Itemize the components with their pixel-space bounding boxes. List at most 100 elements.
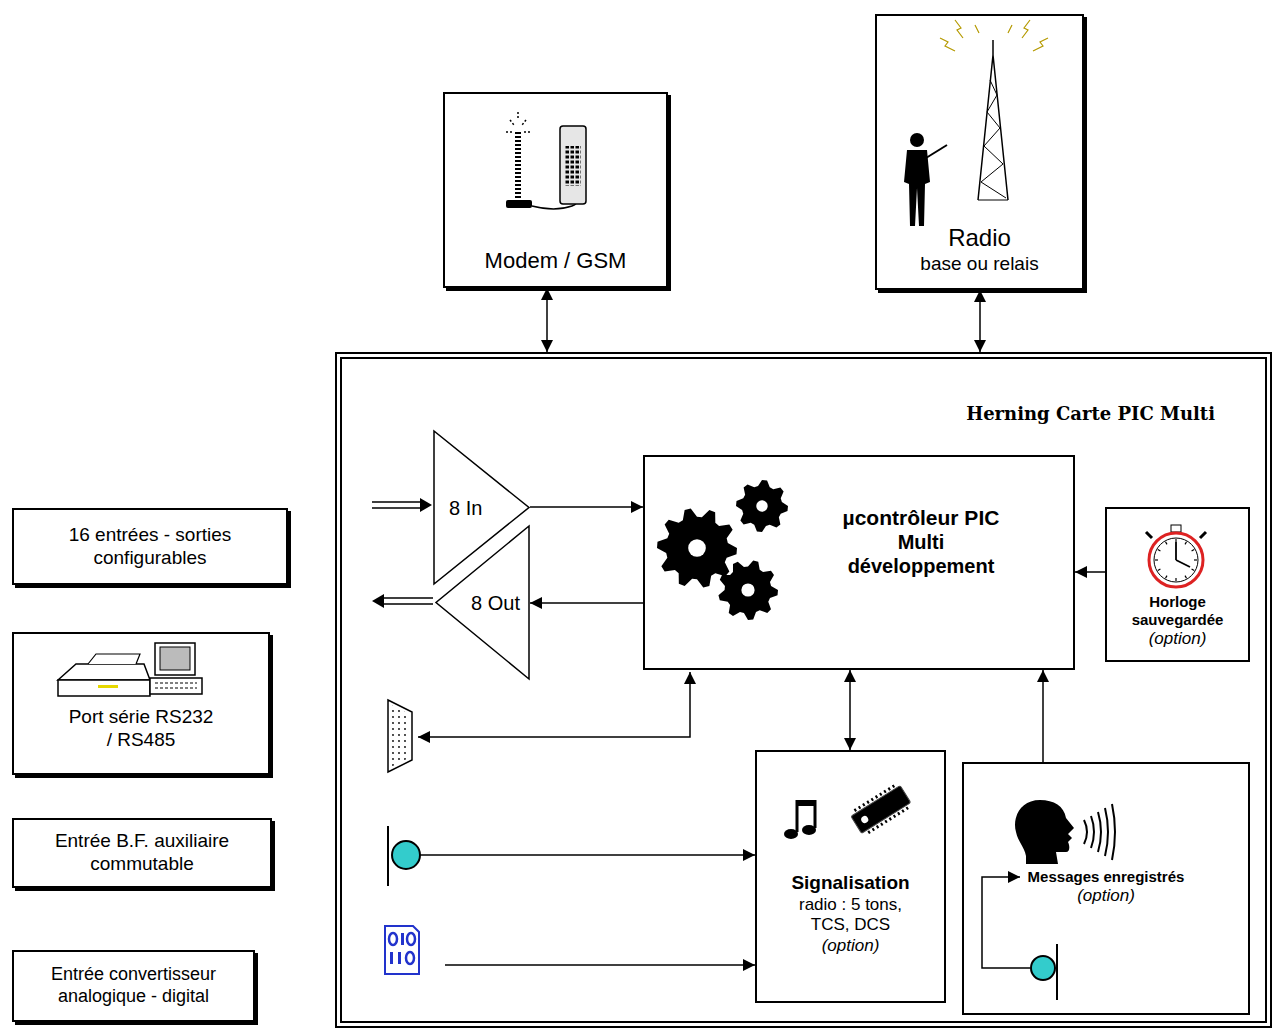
clock-tick xyxy=(1185,542,1187,545)
adc-input-box: Entrée convertisseur analogique - digita… xyxy=(12,950,255,1022)
computer-base xyxy=(150,678,202,694)
clock-hands xyxy=(1176,542,1190,567)
clock-tick xyxy=(1192,569,1195,571)
node-title: Signalisation xyxy=(791,872,909,895)
gear xyxy=(718,560,778,620)
input-buffer: 8 In xyxy=(433,430,530,585)
gear xyxy=(736,480,788,532)
microcontroller-box: µcontrôleur PICMulti développement xyxy=(643,455,1075,670)
adc-bit xyxy=(407,933,415,945)
screen xyxy=(160,647,190,670)
monitor xyxy=(155,643,195,675)
node-title: Radio xyxy=(948,224,1011,253)
radio-waves xyxy=(940,20,1048,51)
connector-arrow xyxy=(979,290,981,352)
connector-arrow xyxy=(1042,670,1044,762)
radio-box: Radiobase ou relais xyxy=(875,14,1084,290)
keypad xyxy=(565,146,581,186)
node-title: Herning Carte PIC Multi xyxy=(966,403,1215,425)
tower-legs xyxy=(978,55,1008,200)
adc-input xyxy=(385,926,755,974)
adc-bit xyxy=(389,933,397,945)
gears-icon xyxy=(657,480,788,620)
printer-computer-icon xyxy=(58,643,202,696)
modem-icon xyxy=(506,112,586,209)
adc-card xyxy=(385,926,419,974)
adc-bit xyxy=(401,933,404,945)
node-title: 8 In xyxy=(449,496,482,520)
node-title: 8 Out xyxy=(471,591,520,615)
keyboard xyxy=(155,683,197,688)
clock-tick xyxy=(1155,559,1158,560)
db-connector xyxy=(388,700,412,772)
antenna-spark xyxy=(506,112,530,132)
io-arrows xyxy=(372,498,433,608)
printer-top xyxy=(58,664,150,680)
tower-bracing xyxy=(978,80,1008,200)
clock-icon xyxy=(1146,525,1206,587)
output-head xyxy=(372,594,384,608)
sound-wave xyxy=(1084,820,1087,844)
node-title: Port série RS232 / RS485 xyxy=(66,706,216,752)
clock-tick xyxy=(1192,550,1195,552)
handset xyxy=(560,126,586,204)
adc-bit xyxy=(398,952,401,964)
triangle-outline xyxy=(434,431,529,584)
connector-arrow xyxy=(530,506,643,508)
aux-line xyxy=(420,854,755,856)
clock-rim xyxy=(1149,533,1203,587)
aux-input xyxy=(388,826,755,886)
clock-tick xyxy=(1158,550,1161,552)
node-title: 16 entrées - sorties configurables xyxy=(30,524,270,570)
adc-bit xyxy=(390,952,393,964)
note-head xyxy=(784,829,798,839)
node-title: Entrée convertisseur analogique - digita… xyxy=(29,964,239,1007)
connector-arrow xyxy=(1075,571,1105,573)
clock-tick xyxy=(1194,559,1197,560)
note-head xyxy=(802,825,816,835)
chip xyxy=(849,783,912,836)
node-text: (option) xyxy=(1149,629,1207,649)
adc-bit xyxy=(406,952,414,964)
person-head xyxy=(910,133,924,147)
node-title: Messages enregistrés xyxy=(1028,868,1185,886)
node-title: Modem / GSM xyxy=(485,248,627,274)
sound-waves xyxy=(1084,804,1115,860)
board-frame: Herning Carte PIC Multi 8 In 8 Out µcontrôl… xyxy=(335,352,1272,1028)
db-pins xyxy=(391,705,409,767)
radio-tower-icon xyxy=(904,20,1048,226)
node-text: base ou relais xyxy=(920,253,1038,276)
antenna-base xyxy=(506,200,532,208)
serial-port-box: Port série RS232 / RS485 xyxy=(12,632,270,775)
sound-wave xyxy=(1112,804,1115,860)
signalling-box: Signalisationradio : 5 tons, TCS, DCS(op… xyxy=(755,750,946,1003)
clock-tick xyxy=(1175,578,1176,581)
connector-arrow xyxy=(530,602,643,604)
voice-message-box: Messages enregistrés(option) xyxy=(962,762,1250,1015)
node-title: Entrée B.F. auxiliaire commutable xyxy=(32,830,252,876)
printer-body xyxy=(58,680,150,696)
adc-line xyxy=(445,964,755,966)
sound-wave xyxy=(1098,812,1101,852)
node-title: Horloge sauvegardée xyxy=(1118,593,1238,629)
output-double-line xyxy=(380,598,433,604)
clock-face xyxy=(1154,538,1198,582)
record-loop xyxy=(982,877,1030,968)
clock-tick xyxy=(1175,539,1176,542)
input-double-line xyxy=(372,502,424,508)
person-body xyxy=(904,150,930,226)
triangle-outline xyxy=(436,526,529,679)
clock-tick xyxy=(1185,576,1187,579)
sound-wave xyxy=(1091,816,1094,848)
printer-paper xyxy=(88,654,140,664)
input-head xyxy=(420,498,432,512)
modem-box: Modem / GSM xyxy=(443,92,668,288)
connector-arrow xyxy=(546,288,548,352)
io-note-box: 16 entrées - sorties configurables xyxy=(12,508,288,585)
output-buffer: 8 Out xyxy=(435,525,530,680)
node-text: Multi développement xyxy=(841,530,1001,578)
node-text: (option) xyxy=(1077,886,1135,906)
clock-box: Horloge sauvegardée(option) xyxy=(1105,507,1250,662)
chip-pins xyxy=(854,784,910,833)
jack xyxy=(1031,956,1055,980)
